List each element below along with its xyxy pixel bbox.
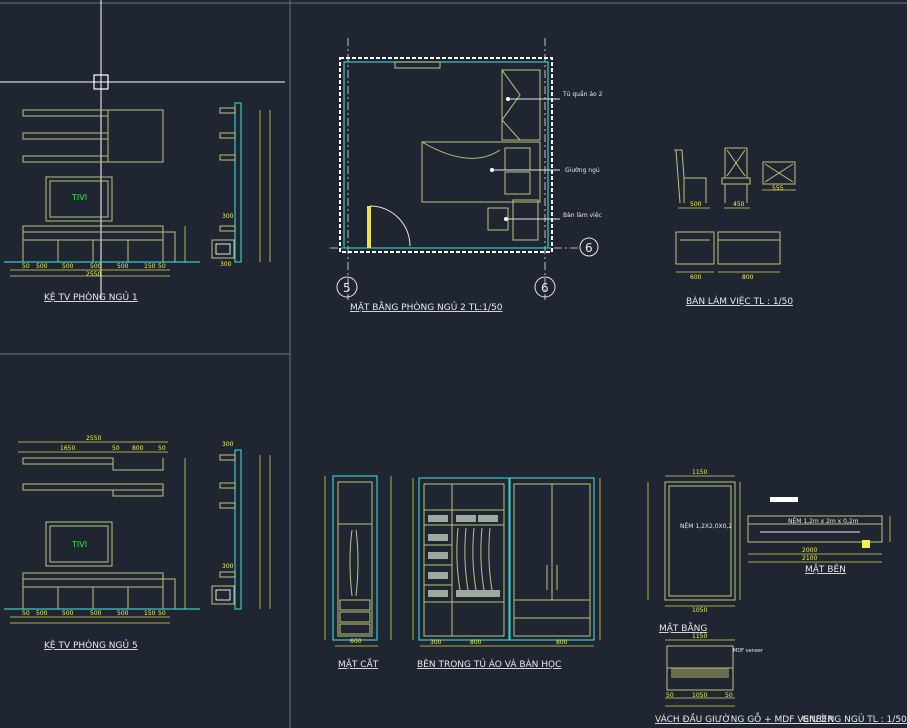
dim-label: 300 (222, 213, 234, 220)
label-mattress-side: NỆM 1,2m x 2m x 0,2m (788, 517, 859, 525)
tv-shelf-5-elevation (4, 441, 200, 610)
label-mdf: MDF veneer (733, 648, 764, 654)
dim-label: 500 (90, 263, 102, 270)
label-bed: Giường ngủ (565, 167, 600, 174)
dim-label: 300 (220, 261, 232, 268)
tv-shelf-5-dims: 2550 1650 50 800 50 50 500 500 500 500 1… (10, 435, 234, 624)
dim-label: 50 (112, 445, 120, 452)
dim-label: 800 (742, 274, 754, 281)
label-wardrobe-2: Tủ quần áo 2 (562, 90, 603, 98)
axis-bubble-6: 6 (534, 276, 556, 298)
tv-label-5: TIVI (71, 540, 87, 549)
title-tv-shelf-1: KỆ TV PHÒNG NGỦ 1 (44, 291, 138, 303)
tv-label-1: TIVI (71, 193, 87, 202)
title-desk: BÀN LÀM VIỆC TL : 1/50 (686, 295, 793, 307)
title-bed-plan: MẶT BẰNG (659, 621, 707, 634)
dim-label: 50 (666, 692, 674, 699)
dim-label: 300 (430, 639, 442, 646)
dim-label: 2000 (802, 547, 817, 554)
axis-bubble-5: 5 (336, 276, 358, 298)
axis-bubble-6-right: 6 (579, 237, 599, 257)
dim-label: 2550 (86, 435, 101, 442)
dim-label: 500 (690, 201, 702, 208)
dim-label: 800 (470, 639, 482, 646)
bed-headboard (665, 639, 735, 707)
dim-label: 50 (22, 610, 30, 617)
title-wardrobe: BÊN TRONG TỦ ÁO VÀ BÀN HỌC (417, 658, 561, 670)
dim-label: 600 (350, 638, 362, 645)
dim-label: 50 (725, 692, 733, 699)
title-bed-side: MẶT BÊN (805, 563, 846, 575)
dim-label: 500 (36, 263, 48, 270)
dim-label: 800 (132, 445, 144, 452)
crosshair-cursor (0, 0, 285, 300)
dim-label: 500 (117, 263, 129, 270)
dim-label: 1050 (692, 692, 707, 699)
dim-label: 500 (36, 610, 48, 617)
title-floor-plan: MẶT BẰNG PHÒNG NGỦ 2 TL:1/50 (350, 300, 503, 313)
dim-label: 1150 (692, 633, 707, 640)
dim-label: 500 (90, 610, 102, 617)
dim-label: 1650 (60, 445, 75, 452)
tv-shelf-1-side (184, 102, 271, 263)
dim-label: 500 (117, 610, 129, 617)
desk-chair-elevations (674, 147, 796, 265)
dim-label: 800 (556, 639, 568, 646)
dim-label: 300 (222, 563, 234, 570)
axis-label: 6 (541, 281, 549, 295)
axis-label: 6 (585, 241, 593, 255)
dim-label: 600 (690, 274, 702, 281)
dim-label: 50 (158, 445, 166, 452)
axis-label: 5 (343, 281, 351, 295)
dim-label: 150 (144, 610, 156, 617)
dim-label: 50 (158, 263, 166, 270)
dim-label: 150 (144, 263, 156, 270)
dim-label: 555 (772, 185, 784, 192)
dim-label: 450 (733, 201, 745, 208)
dim-label: 500 (62, 263, 74, 270)
title-bed: GIƯỜNG NGỦ TL : 1/50 (802, 713, 907, 725)
dim-label: 1150 (692, 469, 707, 476)
wardrobe-interior (412, 477, 601, 647)
dim-label: 50 (22, 263, 30, 270)
dim-label: 50 (158, 610, 166, 617)
tv-shelf-5-side (184, 449, 271, 610)
bed-side-elevation (747, 497, 891, 563)
title-section: MẶT CẮT (338, 657, 379, 670)
floor-plan-bedroom-2 (330, 38, 580, 300)
dim-label: 2100 (802, 555, 817, 562)
dim-label: 300 (222, 441, 234, 448)
label-mattress-plan: NỆM 1,2X2,0X0,2 (680, 522, 732, 530)
dim-label: 1050 (692, 607, 707, 614)
desk-dims: 500 450 555 600 800 (676, 185, 796, 281)
title-bed-headboard: VÁCH ĐẦU GIƯỜNG GỖ + MDF VENEER (655, 712, 833, 725)
bed-plan (647, 475, 741, 607)
dim-label: 500 (62, 610, 74, 617)
label-desk: Bàn làm việc (563, 212, 602, 219)
tv-shelf-1-elevation (4, 109, 200, 263)
tv-shelf-1-dims: 50 500 500 500 500 150 50 2550 300 300 (10, 213, 234, 278)
dim-label: 2550 (86, 271, 101, 278)
wardrobe-section (324, 475, 392, 647)
title-tv-shelf-5: KỆ TV PHÒNG NGỦ 5 (44, 639, 138, 651)
